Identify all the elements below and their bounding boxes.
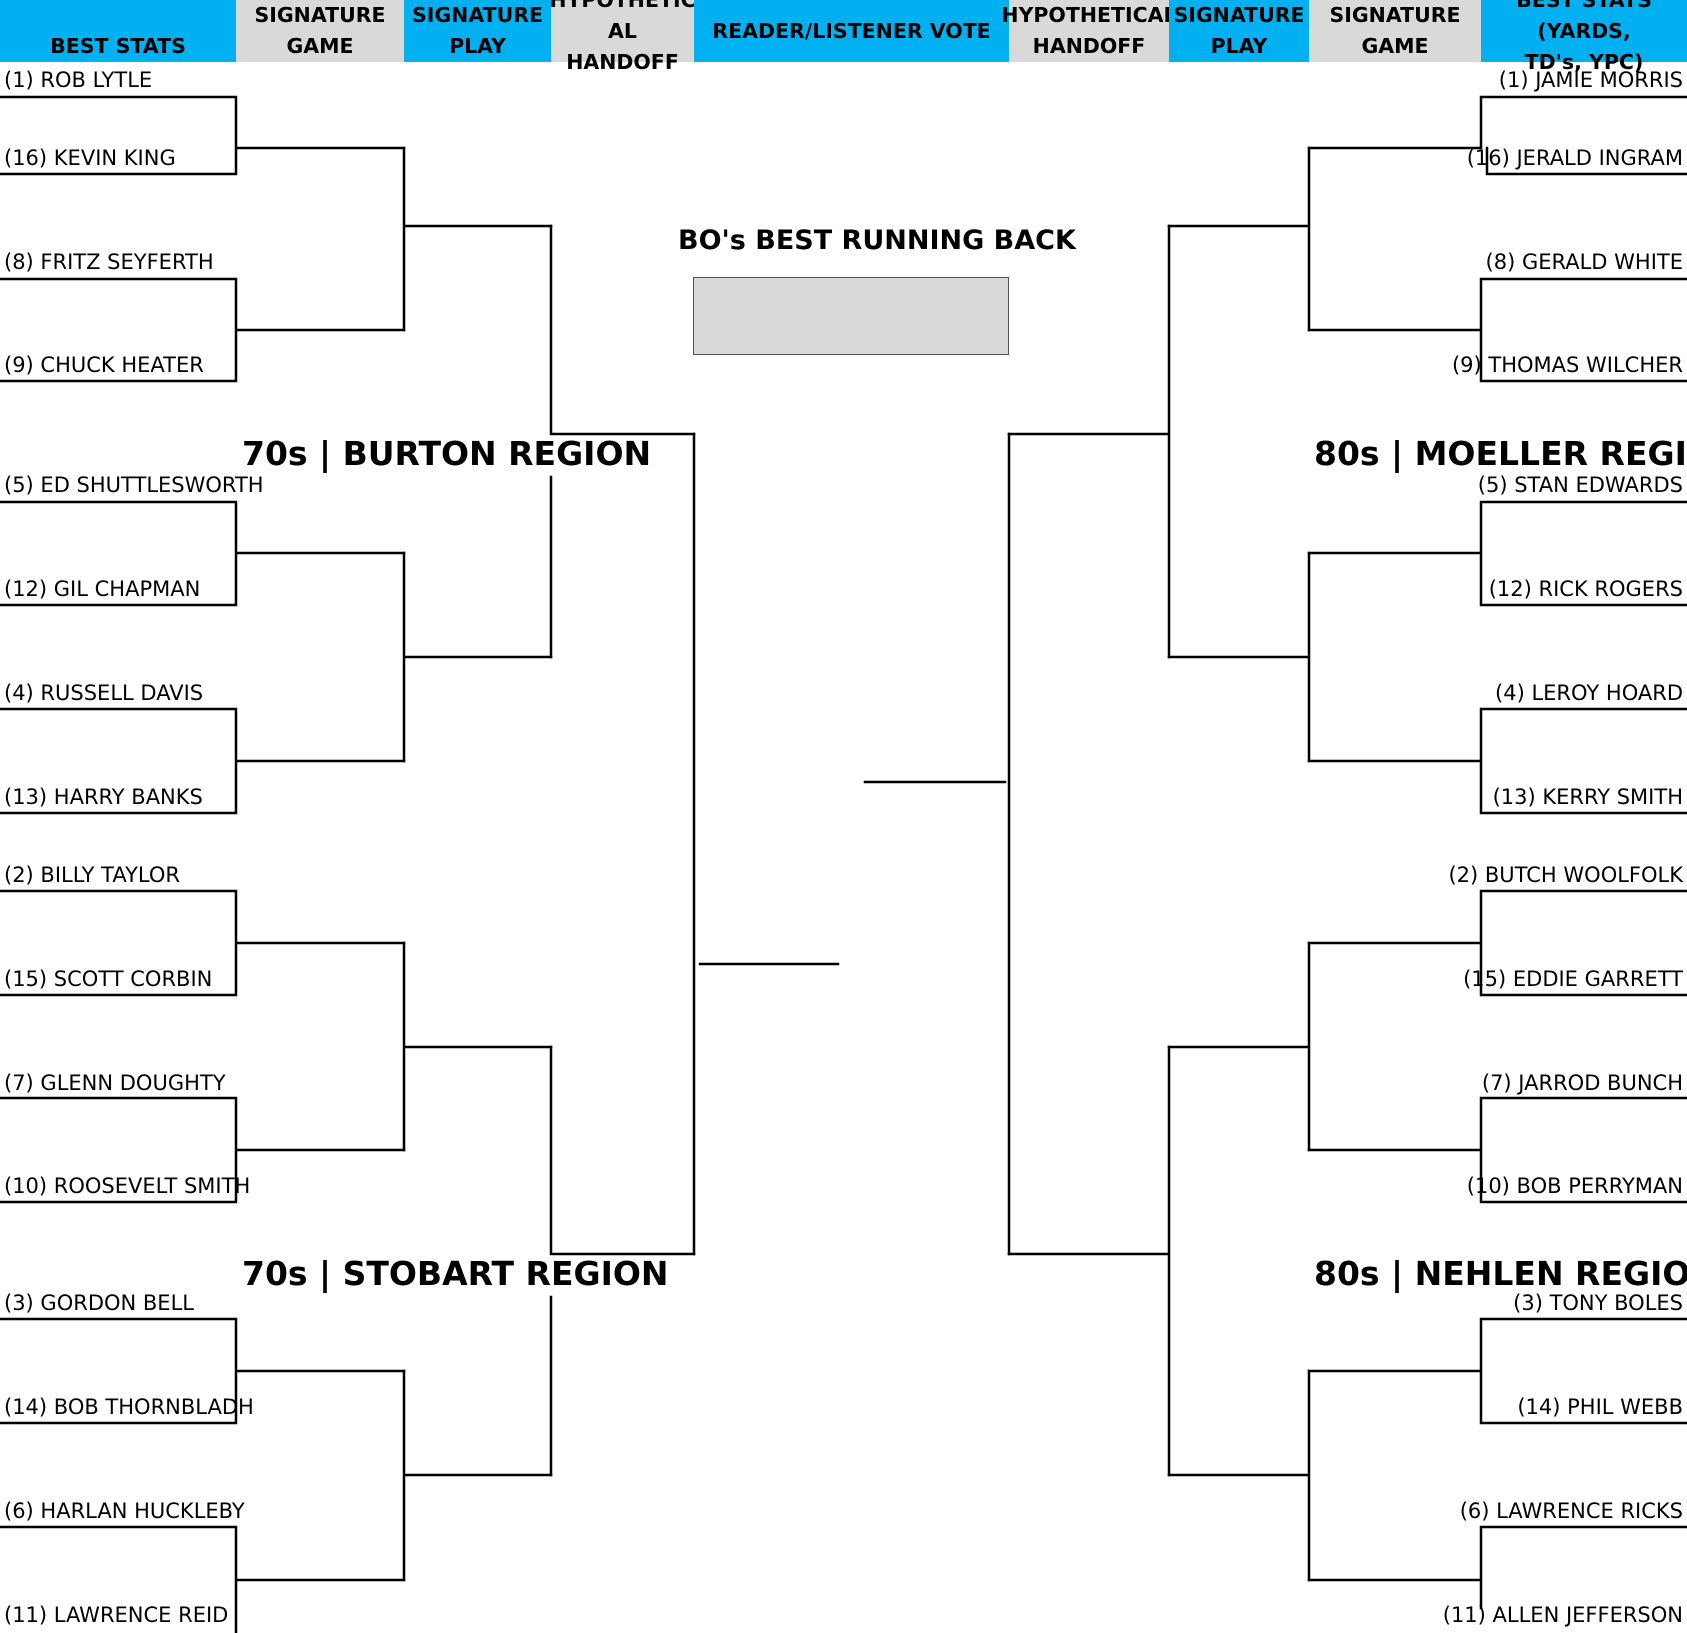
region-title-stobart: 70s | STOBART REGION xyxy=(242,1254,669,1293)
right-r3-b xyxy=(1007,1045,1171,1477)
left-entrant: (2) BILLY TAYLOR xyxy=(4,863,180,887)
right-r2-d xyxy=(1167,1369,1311,1582)
right-entrant: (14) PHIL WEBB xyxy=(1517,1395,1683,1419)
header-hypothetical-handoff-right: HYPOTHETICAL HANDOFF xyxy=(1001,0,1177,62)
right-r1-pair-1 xyxy=(1307,95,1687,176)
left-r1-pair-5 xyxy=(0,889,406,997)
left-r2-c xyxy=(402,941,553,1152)
header-signature-game-left: SIGNATURE GAME xyxy=(236,0,404,62)
right-entrant: (8) GERALD WHITE xyxy=(1485,250,1683,274)
left-r3-a xyxy=(549,224,696,659)
right-r1-pair-6 xyxy=(1307,1096,1687,1204)
left-r2-d xyxy=(402,1369,553,1582)
right-r3-a xyxy=(1007,224,1171,659)
right-entrant: (10) BOB PERRYMAN xyxy=(1466,1174,1683,1198)
left-entrant: (16) KEVIN KING xyxy=(4,146,176,170)
right-entrant: (7) JARROD BUNCH xyxy=(1481,1071,1683,1095)
left-r1-pair-7 xyxy=(0,1317,406,1425)
right-entrant: (16) JERALD INGRAM xyxy=(1466,146,1683,170)
left-entrant: (12) GIL CHAPMAN xyxy=(4,577,201,601)
right-entrant: (6) LAWRENCE RICKS xyxy=(1459,1499,1683,1523)
left-r1-pair-8 xyxy=(0,1525,406,1633)
left-entrant: (13) HARRY BANKS xyxy=(4,785,203,809)
champion-title: BO's BEST RUNNING BACK xyxy=(678,225,1076,256)
left-entrant: (4) RUSSELL DAVIS xyxy=(4,681,204,705)
left-entrant: (14) BOB THORNBLADH xyxy=(4,1395,254,1419)
left-r2-a xyxy=(402,146,553,332)
region-title-nehlen: 80s | NEHLEN REGION xyxy=(1314,1254,1687,1293)
right-r1-pair-4 xyxy=(1307,707,1687,815)
left-entrant: (9) CHUCK HEATER xyxy=(4,353,204,377)
right-entrant: (5) STAN EDWARDS xyxy=(1477,473,1683,497)
right-entrant: (13) KERRY SMITH xyxy=(1492,785,1683,809)
right-entrant: (11) ALLEN JEFFERSON xyxy=(1442,1603,1683,1627)
header-hypothetical-handoff-left: HYPOTHETIC AL HANDOFF xyxy=(549,0,696,74)
header-best-stats-right: BEST STATS (YARDS, TD's, YPC) xyxy=(1481,0,1687,74)
header-best-stats-left: BEST STATS xyxy=(0,0,236,62)
left-entrant: (3) GORDON BELL xyxy=(4,1291,194,1315)
right-entrant: (4) LEROY HOARD xyxy=(1495,681,1683,705)
region-title-moeller: 80s | MOELLER REGION xyxy=(1314,434,1687,473)
left-entrant: (1) ROB LYTLE xyxy=(4,68,153,92)
left-r1-pair-1 xyxy=(0,95,406,176)
left-r3-b xyxy=(549,1045,696,1477)
left-entrant: (7) GLENN DOUGHTY xyxy=(4,1071,226,1095)
header-signature-game-right: SIGNATURE GAME xyxy=(1309,0,1481,62)
header-signature-play-left: SIGNATURE PLAY xyxy=(404,0,551,62)
right-r1-pair-3 xyxy=(1307,500,1687,607)
right-r1-pair-5 xyxy=(1307,889,1687,997)
right-r2-c xyxy=(1167,941,1311,1152)
right-entrant: (9) THOMAS WILCHER xyxy=(1451,353,1683,377)
right-entrant: (15) EDDIE GARRETT xyxy=(1463,967,1683,991)
left-entrant: (15) SCOTT CORBIN xyxy=(4,967,213,991)
left-r2-b xyxy=(402,551,553,763)
header-signature-play-right: SIGNATURE PLAY xyxy=(1169,0,1309,62)
right-entrant: (12) RICK ROGERS xyxy=(1488,577,1683,601)
right-entrant: (1) JAMIE MORRIS xyxy=(1498,68,1683,92)
region-title-burton: 70s | BURTON REGION xyxy=(242,434,652,473)
right-r1-pair-2 xyxy=(1307,277,1687,383)
right-r1-pair-8 xyxy=(1307,1525,1687,1610)
champion-box[interactable] xyxy=(693,277,1009,355)
left-entrant: (10) ROOSEVELT SMITH xyxy=(4,1174,251,1198)
left-entrant: (8) FRITZ SEYFERTH xyxy=(4,250,214,274)
right-r1-pair-7 xyxy=(1307,1317,1687,1425)
header-reader-listener-vote: READER/LISTENER VOTE xyxy=(694,0,1009,62)
right-r2-a xyxy=(1167,146,1311,332)
right-entrant: (2) BUTCH WOOLFOLK xyxy=(1448,863,1683,887)
right-r2-b xyxy=(1167,551,1311,763)
right-entrant: (3) TONY BOLES xyxy=(1513,1291,1683,1315)
left-entrant: (11) LAWRENCE REID xyxy=(4,1603,229,1627)
left-r1-pair-3 xyxy=(0,500,406,607)
left-r1-pair-2 xyxy=(0,277,406,383)
left-entrant: (5) ED SHUTTLESWORTH xyxy=(4,473,264,497)
left-r1-pair-4 xyxy=(0,707,406,815)
left-entrant: (6) HARLAN HUCKLEBY xyxy=(4,1499,245,1523)
left-r1-pair-6 xyxy=(0,1096,406,1204)
